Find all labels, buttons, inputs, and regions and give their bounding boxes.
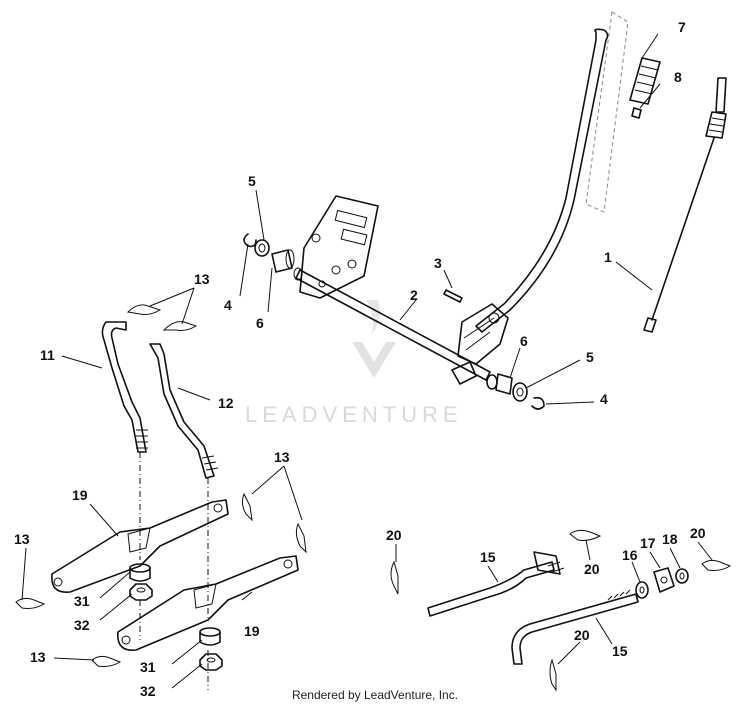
pin bbox=[631, 107, 642, 119]
lever-bracket bbox=[457, 303, 509, 365]
callout-11: 11 bbox=[40, 347, 55, 363]
callout-31-upper: 31 bbox=[74, 593, 90, 609]
lift-shaft bbox=[293, 267, 491, 381]
callout-20-mid: 20 bbox=[584, 561, 600, 577]
grip bbox=[629, 57, 661, 105]
pin-3 bbox=[443, 289, 463, 303]
callout-7: 7 bbox=[678, 19, 686, 35]
lift-link-12 bbox=[149, 343, 219, 479]
callout-1: 1 bbox=[604, 249, 612, 265]
bushing-31-upper bbox=[129, 563, 151, 582]
watermark-text: LEADVENTURE bbox=[245, 402, 463, 427]
clip-20b bbox=[569, 529, 602, 541]
callouts: 7 8 1 2 3 5 4 6 6 5 4 13 11 12 13 19 13 … bbox=[14, 19, 706, 699]
cable bbox=[643, 77, 727, 333]
callout-20-left: 20 bbox=[386, 527, 402, 543]
lift-lever bbox=[451, 28, 609, 385]
callout-15-lower: 15 bbox=[612, 643, 628, 659]
rod-15-lower bbox=[511, 589, 639, 665]
clip-13f bbox=[91, 655, 122, 667]
bushing-set-right bbox=[486, 373, 545, 410]
callout-20-right: 20 bbox=[690, 525, 706, 541]
handle-outline bbox=[585, 11, 629, 213]
callout-2: 2 bbox=[410, 287, 418, 303]
callout-13-right: 13 bbox=[274, 449, 290, 465]
clip-20a bbox=[390, 560, 399, 595]
clip-13e bbox=[15, 597, 46, 609]
callout-31-lower: 31 bbox=[140, 659, 156, 675]
watermark: LEADVENTURE bbox=[245, 300, 463, 427]
nut-32-lower bbox=[199, 653, 223, 671]
nut-32-upper bbox=[129, 583, 153, 601]
handle-grip-assembly bbox=[585, 11, 661, 213]
callout-3: 3 bbox=[434, 255, 442, 271]
nut-18 bbox=[675, 568, 689, 584]
washer-16 bbox=[635, 581, 649, 599]
mounting-plate bbox=[299, 195, 379, 299]
callout-12: 12 bbox=[218, 395, 234, 411]
callout-5-left: 5 bbox=[248, 173, 256, 189]
block-17 bbox=[653, 567, 675, 593]
footer-credit: Rendered by LeadVenture, Inc. bbox=[291, 688, 459, 702]
callout-20-bottom: 20 bbox=[574, 627, 590, 643]
callout-17: 17 bbox=[640, 535, 656, 551]
callout-8: 8 bbox=[674, 69, 682, 85]
callout-4-right: 4 bbox=[600, 391, 608, 407]
callout-18: 18 bbox=[662, 531, 678, 547]
clip-13c bbox=[241, 492, 253, 522]
lift-arm-upper bbox=[51, 499, 229, 593]
clip-13a bbox=[126, 304, 162, 315]
clip-13d bbox=[295, 522, 307, 554]
callout-15-upper: 15 bbox=[480, 549, 496, 565]
lift-arm-lower bbox=[117, 555, 299, 651]
clip-20c bbox=[701, 559, 732, 571]
callout-5-right: 5 bbox=[586, 349, 594, 365]
bushing-set-left bbox=[243, 233, 295, 273]
callout-19-upper: 19 bbox=[72, 487, 88, 503]
callout-32-lower: 32 bbox=[140, 683, 156, 699]
callout-13-left: 13 bbox=[14, 531, 30, 547]
clip-13b bbox=[162, 321, 198, 331]
callout-13-top: 13 bbox=[194, 271, 210, 287]
callout-6-right: 6 bbox=[520, 333, 528, 349]
callout-4-left: 4 bbox=[224, 297, 232, 313]
callout-32-upper: 32 bbox=[74, 617, 90, 633]
callout-16: 16 bbox=[622, 547, 638, 563]
rod-15-upper bbox=[427, 551, 565, 617]
leader-lines bbox=[21, 33, 713, 689]
lift-link-11 bbox=[101, 321, 148, 453]
bushing-31-lower bbox=[199, 627, 221, 646]
callout-6-left: 6 bbox=[256, 315, 264, 331]
callout-13-bottom: 13 bbox=[30, 649, 46, 665]
callout-19-lower: 19 bbox=[244, 623, 260, 639]
clip-20d bbox=[549, 658, 557, 692]
